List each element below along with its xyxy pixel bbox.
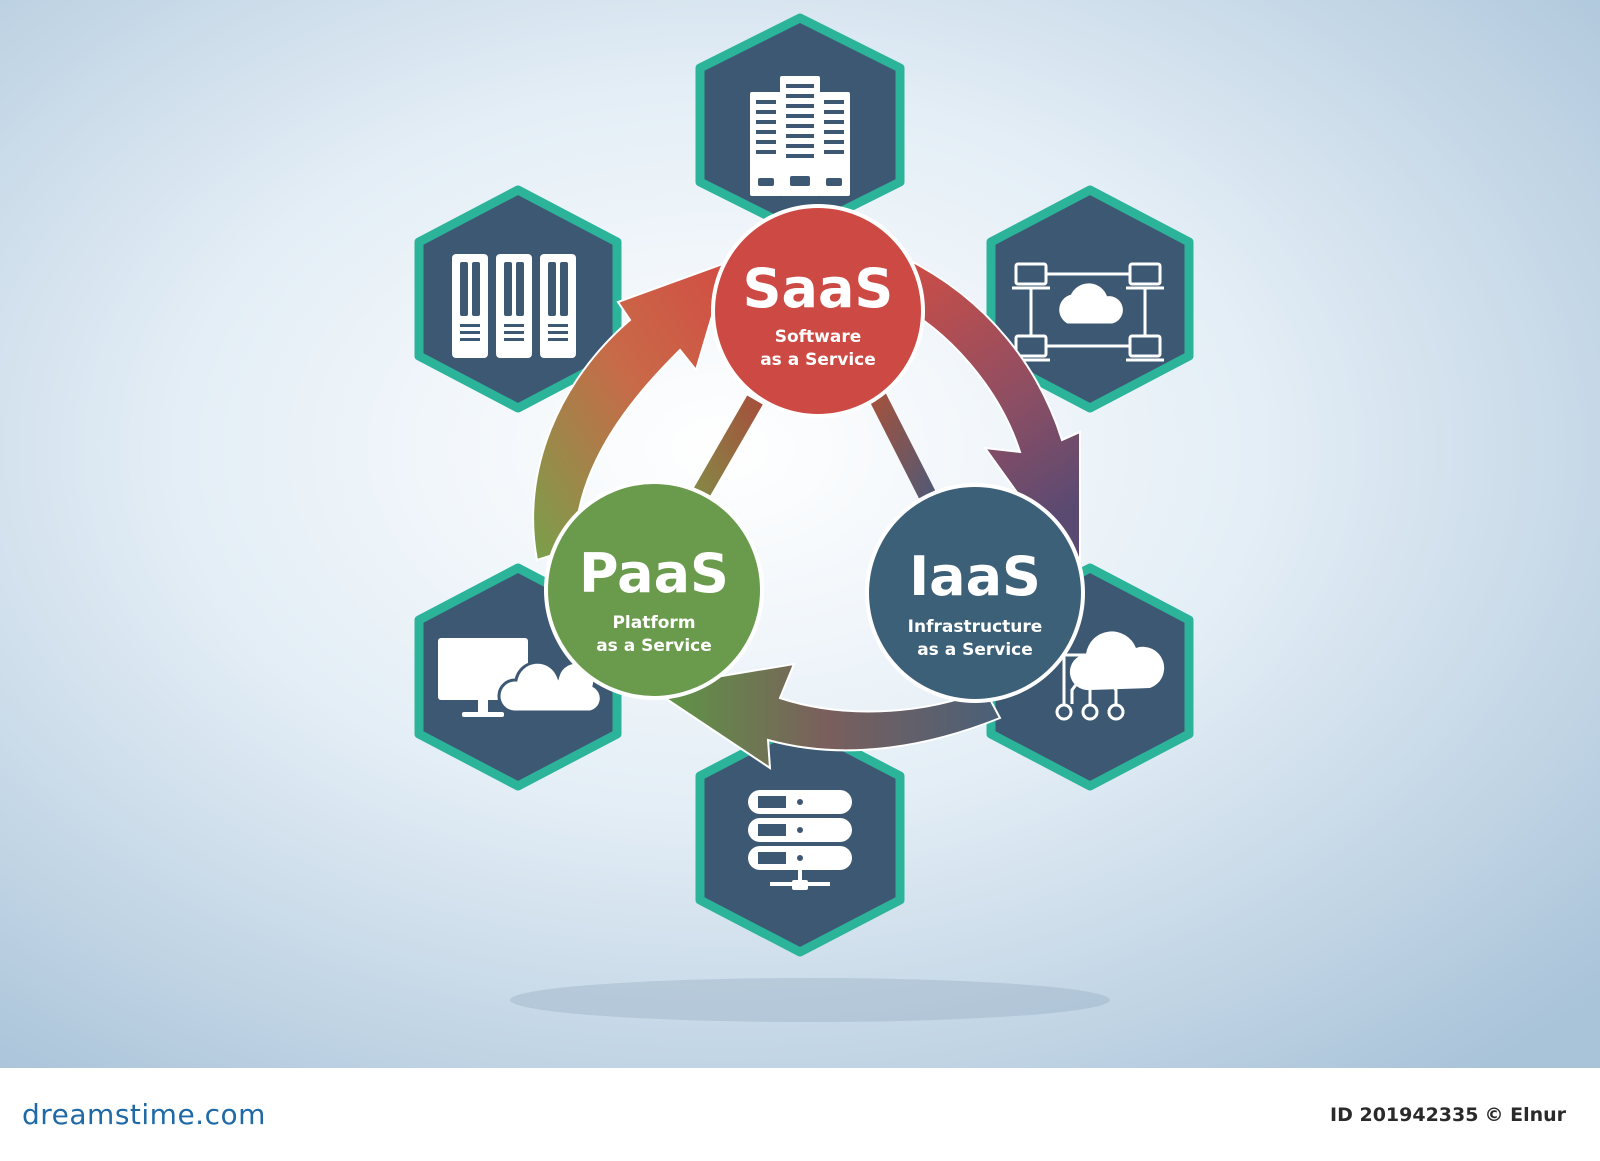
- iaas-acronym: IaaS: [909, 545, 1041, 608]
- node-paas: PaaS Platform as a Service: [544, 480, 764, 700]
- watermark-brand: dreamstime.com: [22, 1098, 266, 1131]
- watermark-bar: [0, 1068, 1600, 1157]
- node-saas: SaaS Software as a Service: [711, 204, 925, 418]
- hexagon-bottom: [695, 719, 905, 957]
- database-server-icon: [748, 790, 852, 890]
- saas-line2: as a Service: [760, 350, 876, 370]
- hexagon-upper-right: [986, 185, 1194, 413]
- monitor-cloud-icon: [438, 638, 603, 717]
- server-building-icon: [750, 76, 850, 196]
- watermark-credit: ID 201942335© Elnur: [1330, 1104, 1572, 1126]
- paas-line1: Platform: [612, 613, 695, 633]
- iaas-line1: Infrastructure: [908, 617, 1043, 637]
- drop-shadow: [510, 978, 1110, 1022]
- network-cloud-icon: [1012, 262, 1164, 362]
- watermark-author: © Elnur: [1484, 1104, 1566, 1126]
- saas-line1: Software: [775, 327, 862, 347]
- paas-acronym: PaaS: [579, 542, 729, 605]
- paas-line2: as a Service: [596, 636, 712, 656]
- iaas-line2: as a Service: [917, 640, 1033, 660]
- hexagon-upper-left: [414, 185, 622, 413]
- server-racks-icon: [452, 254, 576, 358]
- watermark-id: ID 201942335: [1330, 1104, 1479, 1126]
- hexagon-top: [695, 13, 905, 237]
- saas-acronym: SaaS: [743, 257, 894, 320]
- node-iaas: IaaS Infrastructure as a Service: [865, 483, 1085, 703]
